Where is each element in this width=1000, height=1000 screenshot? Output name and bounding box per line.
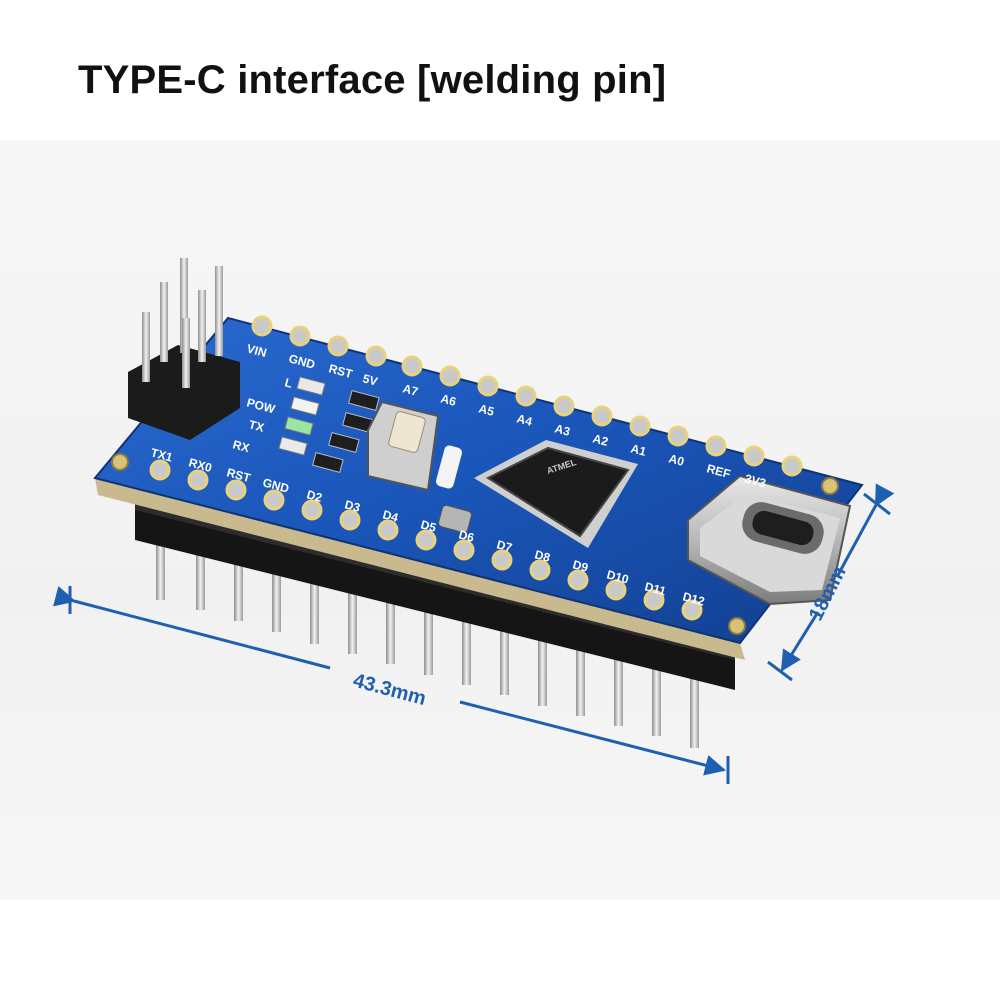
microcontroller-chip: ATMEL (474, 440, 638, 548)
smd-components (278, 376, 472, 534)
top-solder-pads (251, 315, 803, 477)
pin-label-gnd-b: GND (261, 475, 291, 496)
pin-label-d12: D12 (681, 589, 706, 608)
pin-label-rx0: RX0 (187, 455, 213, 475)
led-label-l: L (283, 375, 294, 390)
pin-label-rst-b: RST (225, 465, 252, 485)
bottom-header-pins (156, 530, 699, 748)
pin-label-d6: D6 (457, 527, 476, 545)
pin-label-a1: A1 (629, 441, 648, 459)
pin-label-a7: A7 (401, 381, 420, 399)
pin-label-rst: RST (327, 361, 354, 381)
pin-label-gnd: GND (287, 351, 317, 372)
pin-label-d7: D7 (495, 537, 514, 555)
pin-label-ref: REF (705, 461, 732, 481)
pin-label-a2: A2 (591, 431, 610, 449)
pin-label-tx1: TX1 (149, 445, 174, 464)
pin-label-a3: A3 (553, 421, 572, 439)
pin-label-d3: D3 (343, 497, 362, 515)
length-label: 43.3mm (351, 670, 429, 711)
pin-label-vin: VIN (245, 341, 268, 360)
bottom-pin-labels: TX1 RX0 RST GND D2 D3 D4 D5 D6 D7 D8 D9 … (149, 445, 706, 608)
reset-button (367, 400, 440, 492)
pin-label-d2: D2 (305, 487, 324, 505)
pin-label-a0: A0 (667, 451, 686, 469)
pin-label-d10: D10 (605, 567, 630, 586)
pin-label-d8: D8 (533, 547, 552, 565)
pin-label-a6: A6 (439, 391, 458, 409)
pin-label-d9: D9 (571, 557, 590, 575)
pin-label-5v: 5V (361, 371, 379, 388)
led-label-tx: TX (247, 417, 265, 434)
pin-label-d11: D11 (643, 579, 668, 598)
pin-label-a5: A5 (477, 401, 496, 419)
pin-label-a4: A4 (515, 411, 534, 429)
pin-label-d5: D5 (419, 517, 438, 535)
pin-label-3v3: 3V3 (743, 471, 768, 490)
page-title: TYPE-C interface [welding pin] (78, 58, 667, 102)
top-pin-labels: VIN GND RST 5V A7 A6 A5 A4 A3 A2 A1 A0 R… (245, 341, 768, 490)
icsp-header (128, 258, 240, 440)
usb-type-c-port (687, 474, 852, 606)
bottom-solder-pads (149, 459, 703, 621)
led-label-rx: RX (231, 437, 251, 455)
pin-label-d4: D4 (381, 507, 400, 525)
